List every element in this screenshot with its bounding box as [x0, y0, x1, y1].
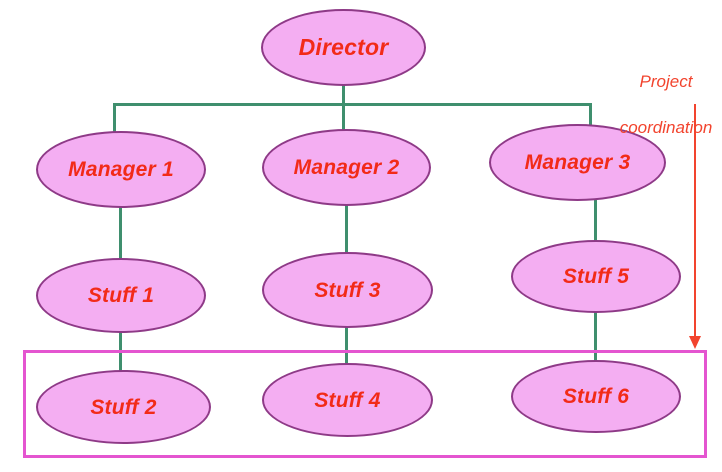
- annotation-line-2: coordination: [619, 117, 713, 137]
- node-manager-1-label: Manager 1: [68, 158, 174, 181]
- node-manager-3[interactable]: Manager 3: [489, 124, 666, 201]
- node-stuff-1[interactable]: Stuff 1: [36, 258, 206, 333]
- node-stuff-6[interactable]: Stuff 6: [511, 360, 681, 433]
- node-manager-1[interactable]: Manager 1: [36, 131, 206, 208]
- node-manager-2-label: Manager 2: [293, 156, 400, 179]
- node-manager-3-label: Manager 3: [524, 151, 631, 174]
- connector-manager3-to-stuff5: [594, 192, 597, 250]
- node-stuff-1-label: Stuff 1: [87, 284, 155, 307]
- project-coordination-label: Project coordination: [612, 48, 720, 163]
- connector-manager1-to-stuff1: [119, 198, 122, 268]
- node-stuff-3-label: Stuff 3: [314, 278, 381, 302]
- project-coordination-arrow-head: [689, 336, 701, 349]
- connector-stuff3-to-stuff4: [345, 318, 348, 374]
- node-stuff-2[interactable]: Stuff 2: [36, 370, 211, 444]
- node-manager-2[interactable]: Manager 2: [262, 129, 431, 206]
- node-director-label: Director: [298, 34, 389, 60]
- node-stuff-3[interactable]: Stuff 3: [262, 252, 433, 328]
- connector-bus-to-manager1: [113, 103, 116, 143]
- project-coordination-group-box: [23, 350, 707, 458]
- connector-bus-to-manager2: [342, 103, 345, 141]
- connector-stuff5-to-stuff6: [594, 304, 597, 372]
- node-stuff-2-label: Stuff 2: [90, 395, 157, 419]
- node-stuff-4-label: Stuff 4: [314, 388, 381, 412]
- node-stuff-5[interactable]: Stuff 5: [511, 240, 681, 313]
- connector-manager-bus: [113, 103, 592, 106]
- connector-manager2-to-stuff3: [345, 198, 348, 262]
- node-director[interactable]: Director: [261, 9, 426, 86]
- node-stuff-5-label: Stuff 5: [562, 265, 630, 288]
- connector-bus-to-manager3: [589, 103, 592, 135]
- connector-director-stem: [342, 78, 345, 108]
- annotation-line-1: Project: [639, 71, 693, 91]
- node-stuff-6-label: Stuff 6: [562, 385, 630, 408]
- node-stuff-4[interactable]: Stuff 4: [262, 363, 433, 437]
- project-coordination-arrow-line: [694, 104, 696, 337]
